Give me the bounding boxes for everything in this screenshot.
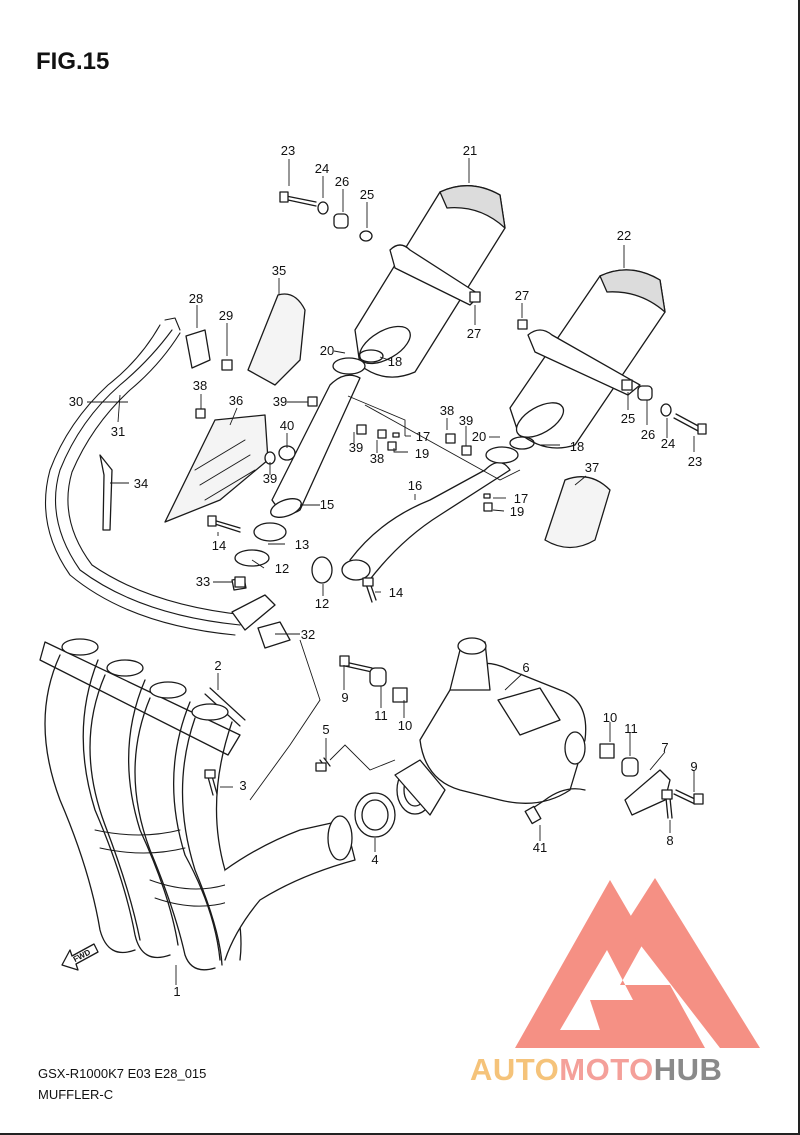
muffler-upper-left (354, 185, 506, 378)
heat-shield-37 (544, 476, 611, 549)
heat-shield-35 (247, 293, 306, 386)
callout-number: 11 (374, 708, 388, 723)
fwd-arrow-icon (61, 943, 99, 971)
exhaust-valve-body-6 (394, 637, 587, 816)
callout-number: 34 (134, 476, 148, 491)
cable-tie-34 (99, 454, 113, 531)
callout-number: 31 (111, 424, 125, 439)
callout-number: 23 (281, 143, 295, 158)
watermark-part-a: AUTO (470, 1052, 560, 1087)
exhaust-manifold-1 (39, 638, 356, 971)
callout-number: 23 (688, 454, 702, 469)
callout-number: 39 (459, 413, 473, 428)
callout-number: 15 (320, 497, 334, 512)
callout-number: 21 (463, 143, 477, 158)
callout-number: 3 (239, 778, 246, 793)
callout-number: 39 (273, 394, 287, 409)
callout-number: 18 (570, 439, 584, 454)
callout-number: 30 (69, 394, 83, 409)
callout-number: 6 (522, 660, 529, 675)
callout-number: 19 (510, 504, 524, 519)
callout-number: 13 (295, 537, 309, 552)
callout-number: 17 (416, 429, 430, 444)
callout-number: 12 (315, 596, 329, 611)
callout-number: 33 (196, 574, 210, 589)
callout-number: 10 (398, 718, 412, 733)
callout-number: 16 (408, 478, 422, 493)
callout-number: 39 (349, 440, 363, 455)
callout-number: 20 (320, 343, 334, 358)
callout-number: 9 (341, 690, 348, 705)
callout-number: 7 (661, 740, 668, 755)
callout-number: 41 (533, 840, 547, 855)
callout-number: 14 (389, 585, 403, 600)
fasteners (195, 191, 707, 819)
mid-pipe-16 (349, 461, 511, 583)
callout-number: 38 (440, 403, 454, 418)
callout-number: 27 (515, 288, 529, 303)
heat-shield-36 (164, 414, 269, 523)
callout-number: 38 (370, 451, 384, 466)
callout-numbers: 1 2 3 4 5 6 7 8 9 9 10 10 11 11 12 12 13… (69, 143, 702, 999)
diagram-caption: MUFFLER-C (38, 1087, 114, 1102)
muffler-right (509, 269, 666, 449)
callout-number: 24 (315, 161, 329, 176)
callout-number: 37 (585, 460, 599, 475)
callout-number: 25 (360, 187, 374, 202)
callout-number: 35 (272, 263, 286, 278)
callout-number: 36 (229, 393, 243, 408)
watermark-logo-icon (515, 878, 760, 1048)
model-code: GSX-R1000K7 E03 E28_015 (38, 1066, 207, 1081)
callout-number: 26 (641, 427, 655, 442)
callout-number: 12 (275, 561, 289, 576)
callout-number: 20 (472, 429, 486, 444)
callout-number: 25 (621, 411, 635, 426)
callout-number: 1 (173, 984, 180, 999)
callout-number: 24 (661, 436, 675, 451)
callout-number: 4 (371, 852, 378, 867)
watermark-part-c: HUB (653, 1052, 723, 1087)
callout-number: 18 (388, 354, 402, 369)
callout-number: 11 (624, 721, 638, 736)
callout-number: 39 (263, 471, 277, 486)
leader-lines (87, 158, 695, 985)
watermark-part-b: MOTO (559, 1052, 654, 1087)
callout-number: 38 (193, 378, 207, 393)
callout-number: 2 (214, 658, 221, 673)
callout-number: 9 (690, 759, 697, 774)
callout-number: 29 (219, 308, 233, 323)
callout-number: 40 (280, 418, 294, 433)
callout-number: 17 (514, 491, 528, 506)
callout-number: 28 (189, 291, 203, 306)
callout-number: 22 (617, 228, 631, 243)
callout-number: 32 (301, 627, 315, 642)
callout-number: 14 (212, 538, 226, 553)
callout-number: 26 (335, 174, 349, 189)
cables-30-31 (44, 317, 246, 636)
figure-title: FIG.15 (36, 48, 110, 75)
callout-number: 8 (666, 833, 673, 848)
callout-number: 27 (467, 326, 481, 341)
callout-number: 5 (322, 722, 329, 737)
callout-number: 10 (603, 710, 617, 725)
watermark-text: AUTOMOTOHUB (470, 1052, 722, 1088)
sensor-41 (529, 788, 586, 811)
callout-number: 19 (415, 446, 429, 461)
